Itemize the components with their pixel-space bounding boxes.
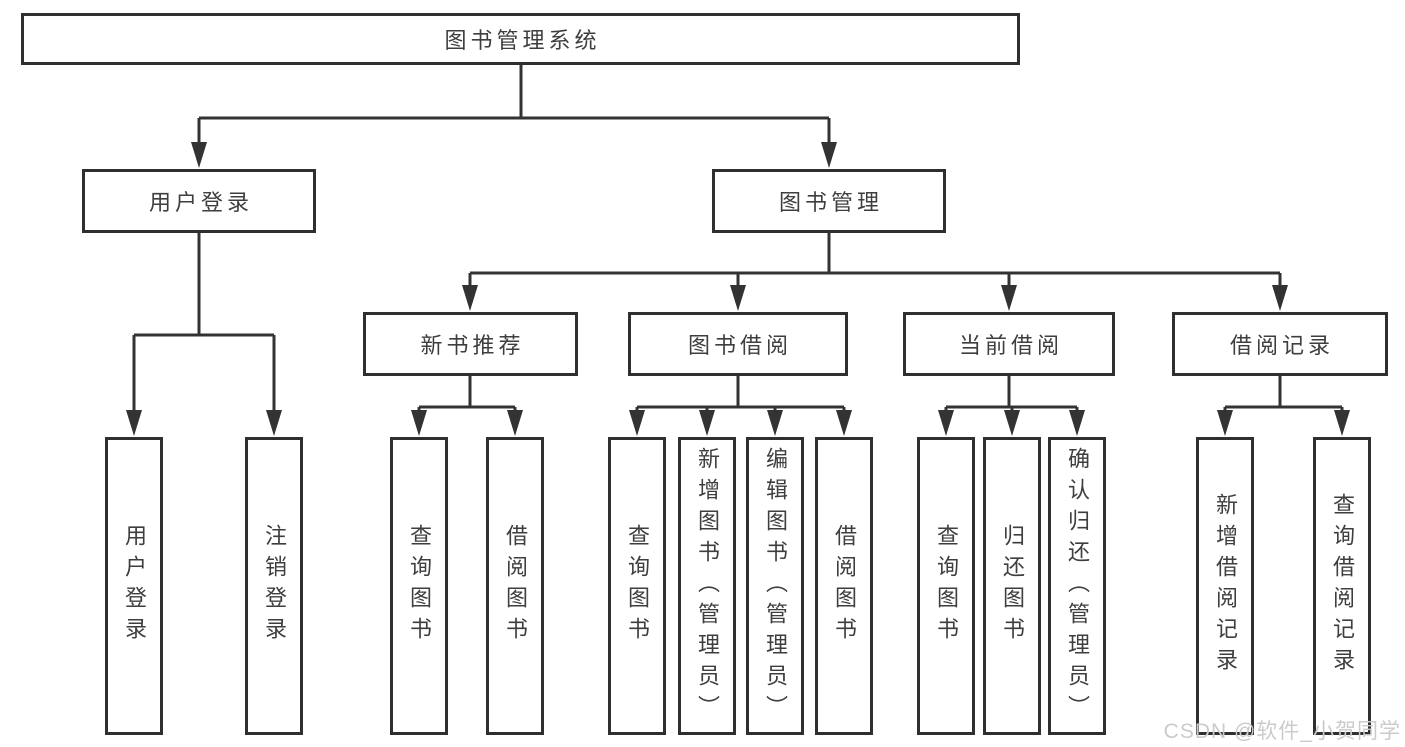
node-book-borrow: 图书借阅 (628, 312, 848, 376)
leaf-label: 注销登录 (262, 524, 287, 648)
leaf-label: 编辑图书（管理员） (763, 446, 788, 726)
leaf-borrow-borrow-books: 借阅图书 (815, 437, 873, 735)
leaf-label: 借阅图书 (832, 524, 857, 648)
leaf-label: 新增图书（管理员） (695, 446, 720, 726)
leaf-label: 归还图书 (1000, 524, 1025, 648)
leaf-current-query-books: 查询图书 (917, 437, 975, 735)
leaf-user-login: 用户登录 (105, 437, 163, 735)
node-library-management-system: 图书管理系统 (21, 13, 1020, 65)
leaf-records-add-record: 新增借阅记录 (1196, 437, 1254, 735)
leaf-label: 新增借阅记录 (1213, 493, 1238, 679)
tree-edges (132, 65, 1344, 414)
leaf-borrow-query-books: 查询图书 (608, 437, 666, 735)
leaf-current-return-books: 归还图书 (983, 437, 1041, 735)
node-new-book-recommend: 新书推荐 (363, 312, 578, 376)
leaf-logout: 注销登录 (245, 437, 303, 735)
leaf-label: 查询借阅记录 (1330, 493, 1355, 679)
watermark: CSDN @软件_小贺同学 (1163, 720, 1401, 743)
leaf-borrow-add-books-admin: 新增图书（管理员） (678, 437, 736, 735)
leaf-label: 用户登录 (122, 524, 147, 648)
node-user-login: 用户登录 (82, 169, 316, 233)
node-borrow-records: 借阅记录 (1172, 312, 1388, 376)
leaf-recommend-query-books: 查询图书 (390, 437, 448, 735)
leaf-recommend-borrow-books: 借阅图书 (486, 437, 544, 735)
leaf-records-query-record: 查询借阅记录 (1313, 437, 1371, 735)
leaf-borrow-edit-books-admin: 编辑图书（管理员） (746, 437, 804, 735)
leaf-label: 借阅图书 (503, 524, 528, 648)
leaf-label: 查询图书 (934, 524, 959, 648)
leaf-label: 确认归还（管理员） (1065, 446, 1090, 726)
node-current-borrow: 当前借阅 (903, 312, 1115, 376)
node-book-management: 图书管理 (712, 169, 946, 233)
leaf-current-confirm-return-admin: 确认归还（管理员） (1048, 437, 1106, 735)
leaf-label: 查询图书 (625, 524, 650, 648)
arrowheads (126, 142, 1350, 436)
leaf-label: 查询图书 (407, 524, 432, 648)
